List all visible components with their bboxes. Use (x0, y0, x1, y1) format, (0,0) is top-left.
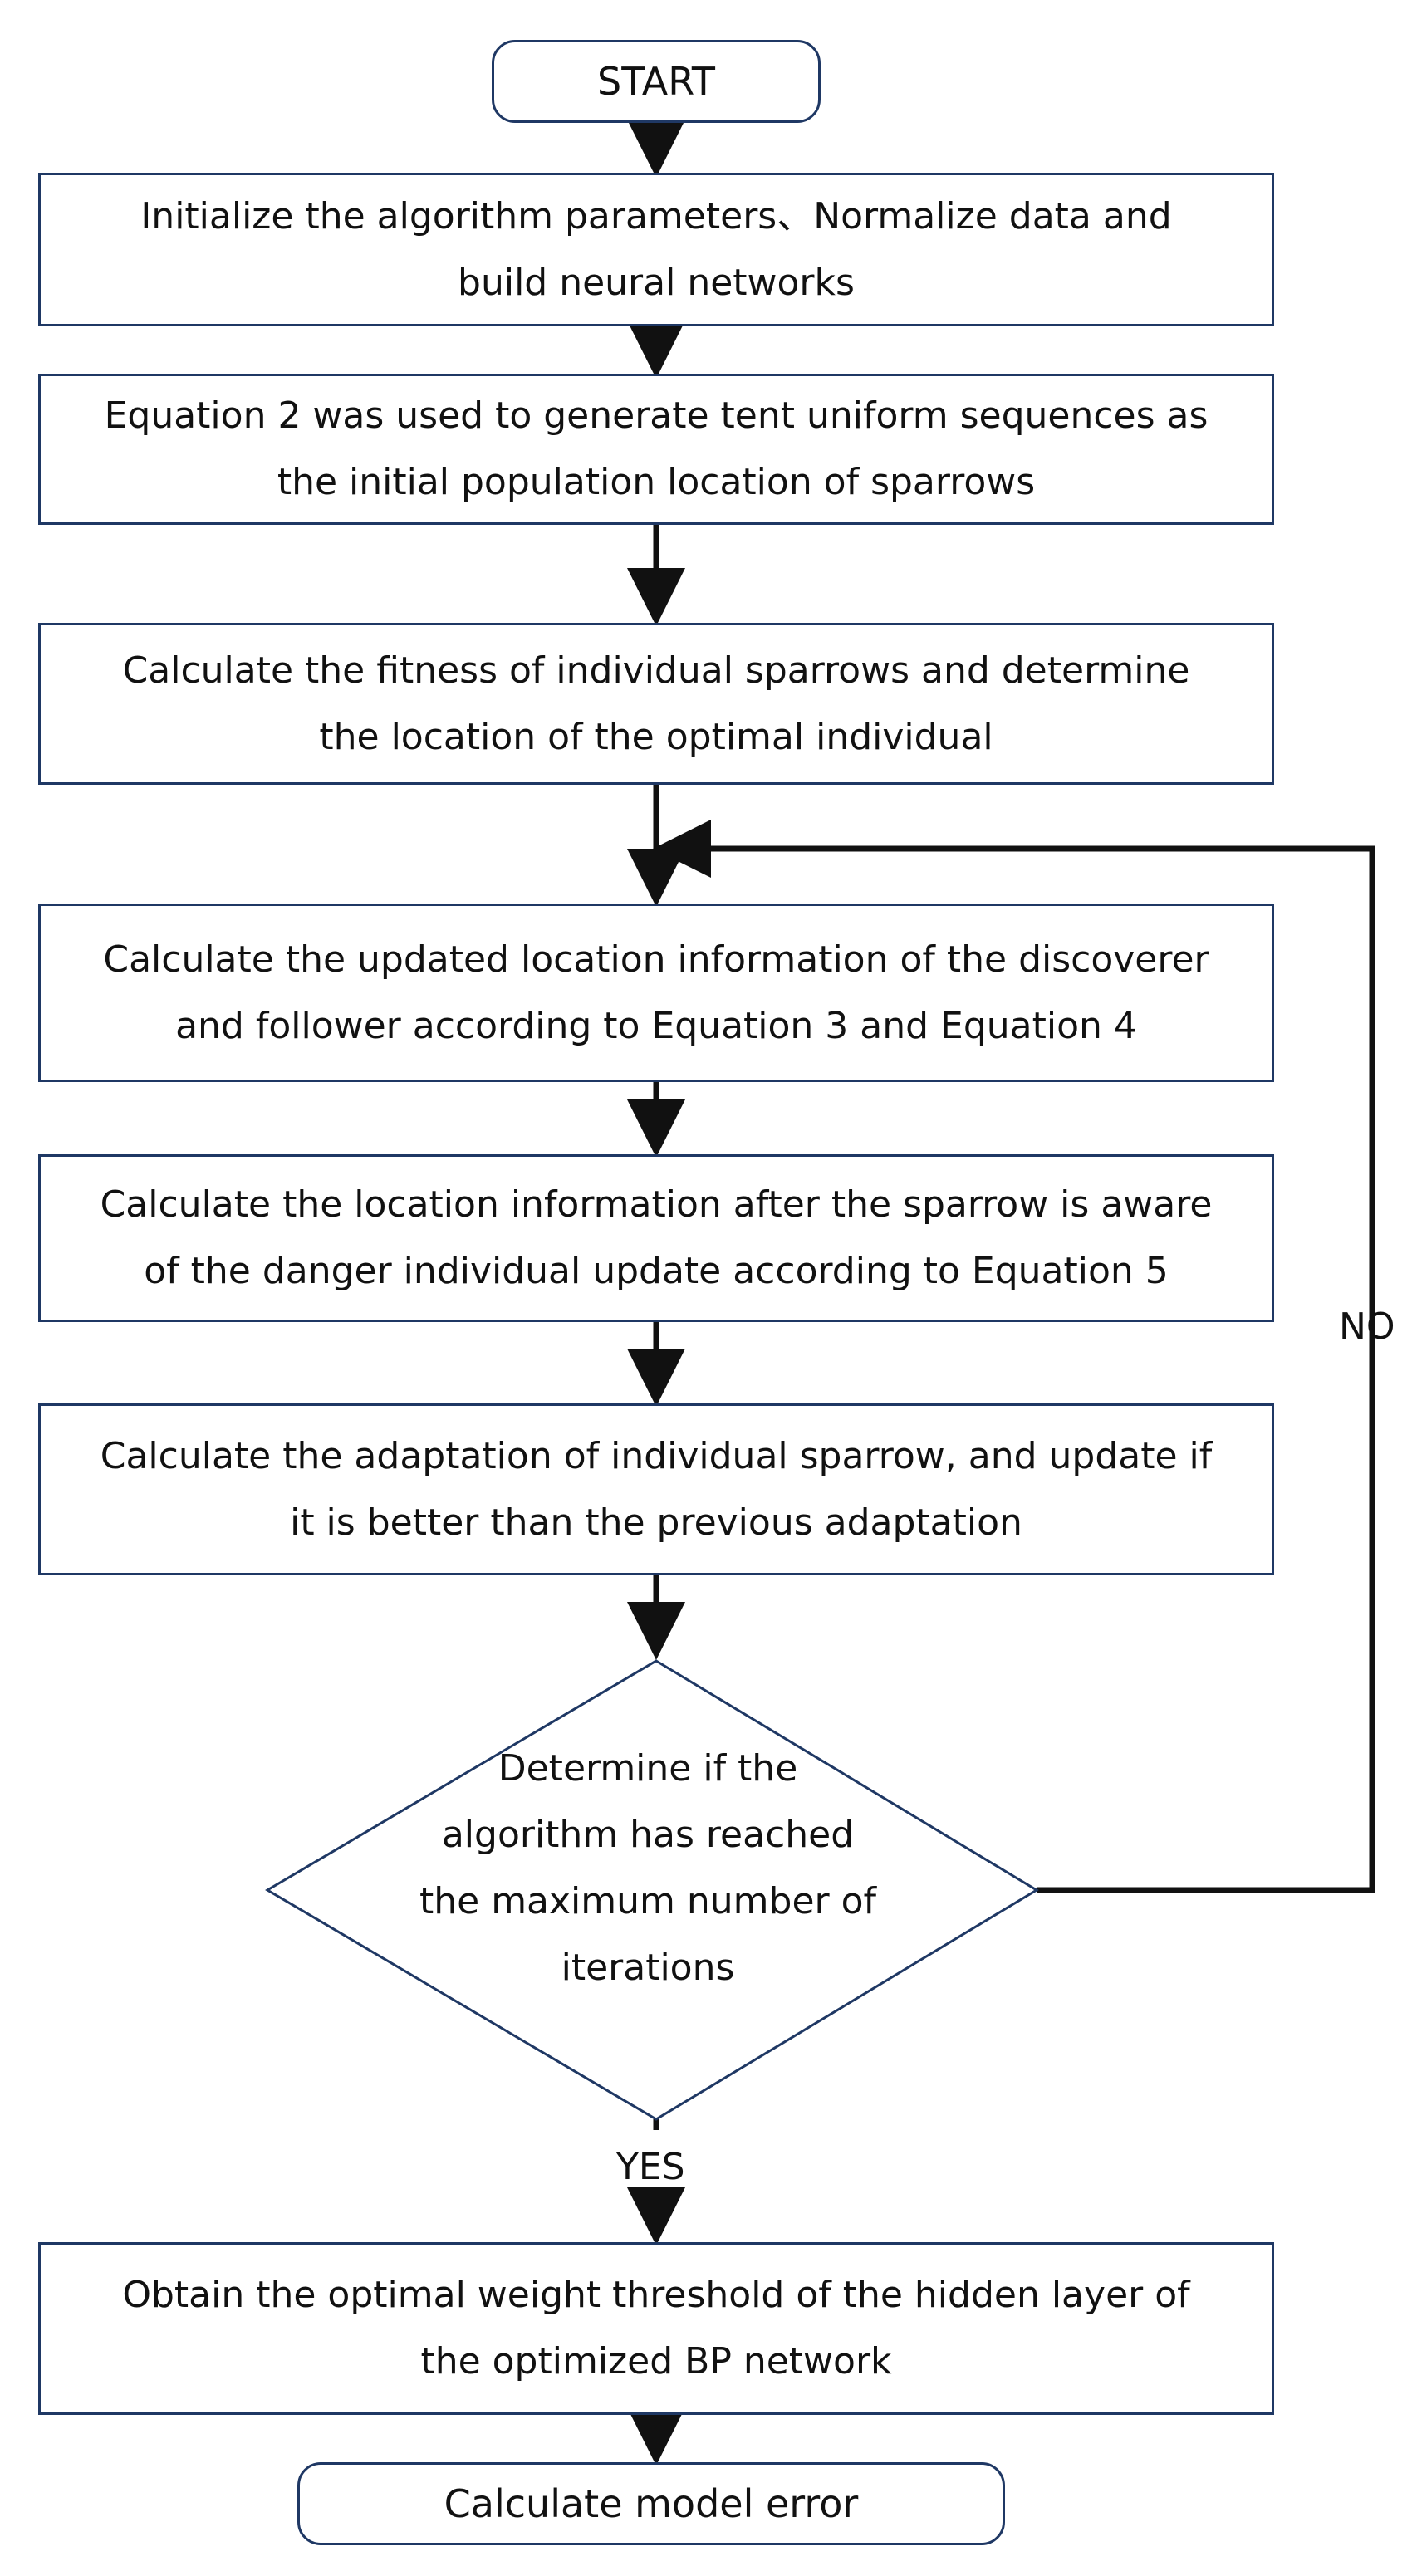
step-fitness-text: Calculate the fitness of individual spar… (122, 649, 1190, 758)
no-label: NO (1339, 1305, 1395, 1348)
step-fitness: Calculate the fitness of individual spar… (38, 623, 1274, 785)
step-update-location: Calculate the updated location informati… (38, 904, 1274, 1082)
step-final-weights-text: Obtain the optimal weight threshold of t… (122, 2274, 1190, 2383)
step-initialize: Initialize the algorithm parameters、Norm… (38, 173, 1274, 326)
step-tent-sequence: Equation 2 was used to generate tent uni… (38, 374, 1274, 525)
decision-diamond (265, 1659, 1039, 2121)
step-update-location-text: Calculate the updated location informati… (103, 938, 1209, 1047)
step-tent-sequence-text: Equation 2 was used to generate tent uni… (104, 394, 1209, 503)
step-danger-update-text: Calculate the location information after… (100, 1183, 1213, 1292)
step-initialize-text: Initialize the algorithm parameters、Norm… (140, 194, 1172, 304)
step-final-weights: Obtain the optimal weight threshold of t… (38, 2242, 1274, 2415)
step-adaptation: Calculate the adaptation of individual s… (38, 1403, 1274, 1575)
no-loop-line (653, 820, 1375, 1893)
step-danger-update: Calculate the location information after… (38, 1154, 1274, 1322)
step-adaptation-text: Calculate the adaptation of individual s… (100, 1434, 1213, 1544)
end-terminal: Calculate model error (297, 2462, 1005, 2545)
decision-text: Determine if the algorithm has reached t… (419, 1747, 876, 1989)
start-label: START (597, 59, 715, 104)
end-label: Calculate model error (444, 2481, 859, 2526)
start-terminal: START (492, 40, 821, 123)
yes-label: YES (616, 2146, 685, 2188)
